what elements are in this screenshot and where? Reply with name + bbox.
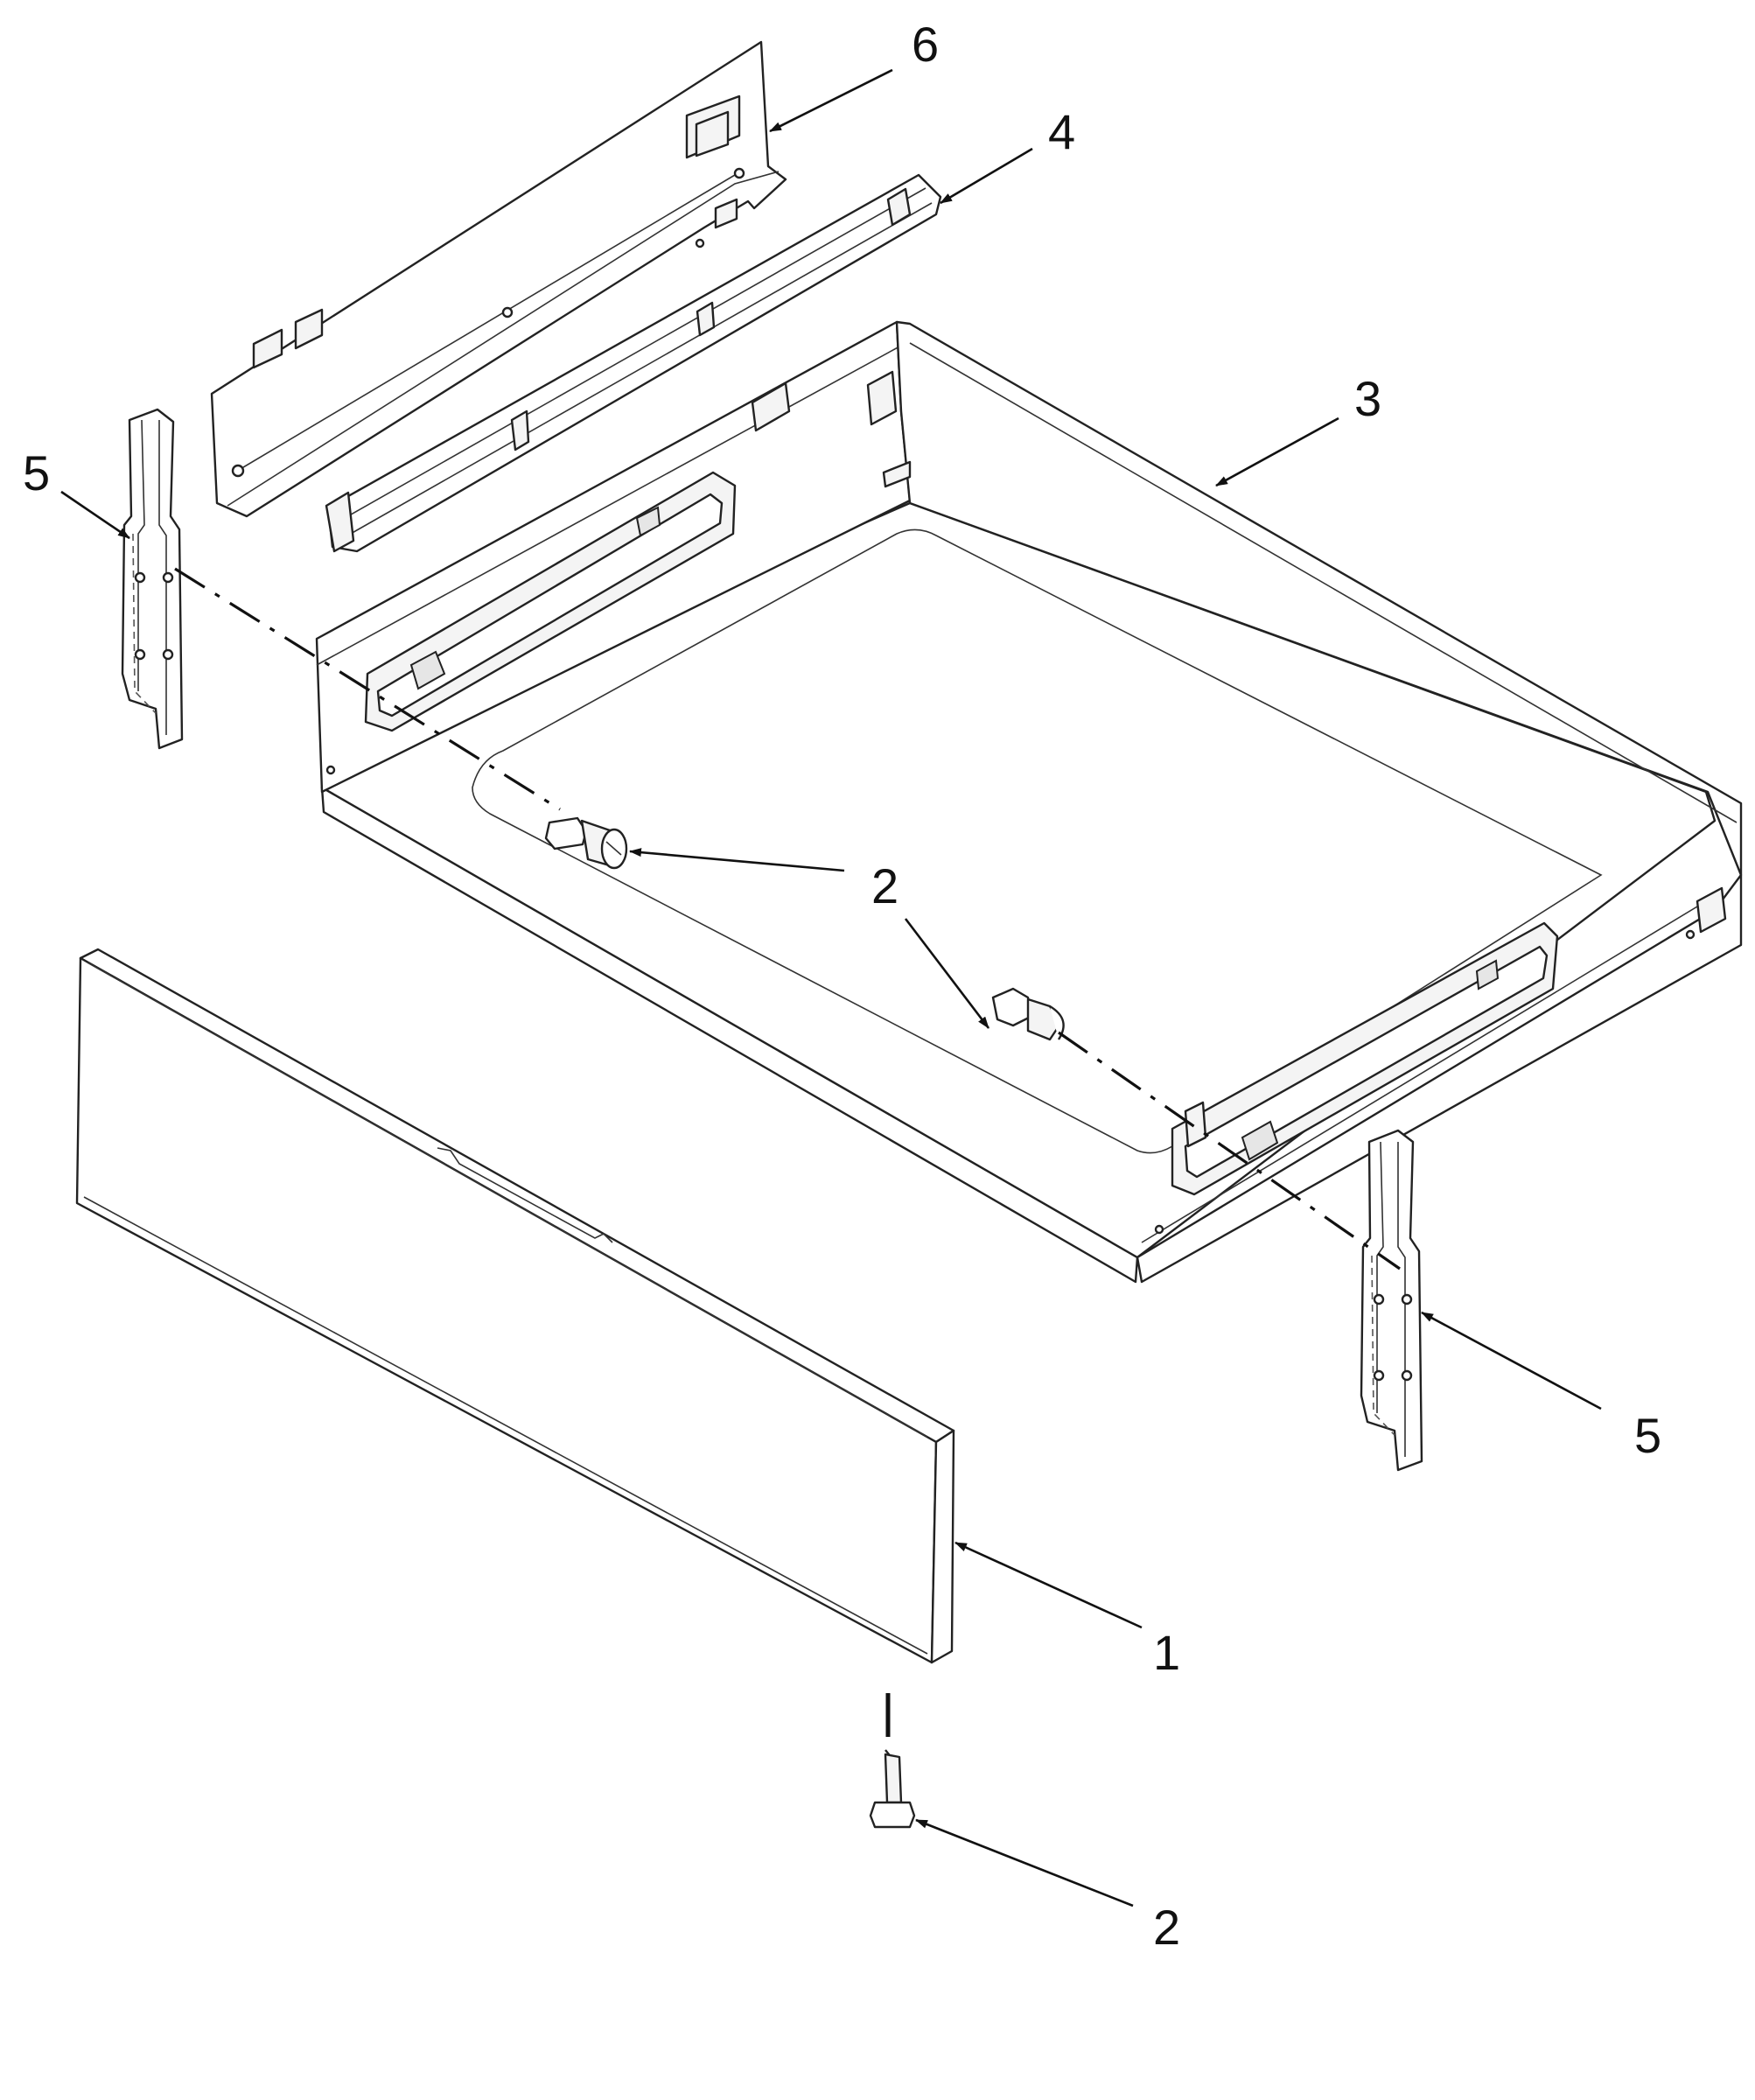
part-slide-rail xyxy=(325,173,942,553)
part-door-panel xyxy=(75,948,955,1664)
part-screw-bottom xyxy=(869,1693,916,1829)
assembly-centerline-left xyxy=(174,567,561,811)
leader-3 xyxy=(1215,416,1339,487)
leader-4 xyxy=(940,147,1033,205)
callout-2-a: 2 xyxy=(871,858,898,914)
part-bracket-right xyxy=(1360,1129,1423,1472)
callout-1: 1 xyxy=(1153,1625,1180,1680)
callout-6: 6 xyxy=(912,17,939,72)
leader-2-b xyxy=(904,918,990,1029)
callout-5-left: 5 xyxy=(23,445,50,500)
callout-3: 3 xyxy=(1354,371,1381,426)
leader-lines xyxy=(60,68,1602,1908)
part-bracket-left xyxy=(121,408,184,750)
part-screw-front-right xyxy=(991,987,1065,1041)
leader-2-a xyxy=(629,848,845,872)
leader-2-c xyxy=(915,1818,1134,1908)
part-screw-front-left xyxy=(544,816,628,870)
leader-5-right xyxy=(1421,1311,1602,1410)
part-drawer-body xyxy=(315,320,1743,1284)
callout-5-right: 5 xyxy=(1634,1408,1661,1463)
callout-2-c: 2 xyxy=(1153,1900,1180,1955)
part-rear-panel xyxy=(210,40,787,518)
callout-4: 4 xyxy=(1048,104,1075,159)
leader-5-left xyxy=(60,490,130,540)
assembly-centerline-right xyxy=(1058,1031,1401,1270)
callout-labels: 6 4 3 5 2 5 1 2 xyxy=(23,17,1661,1955)
leader-6 xyxy=(769,68,893,133)
leader-1 xyxy=(954,1541,1143,1629)
